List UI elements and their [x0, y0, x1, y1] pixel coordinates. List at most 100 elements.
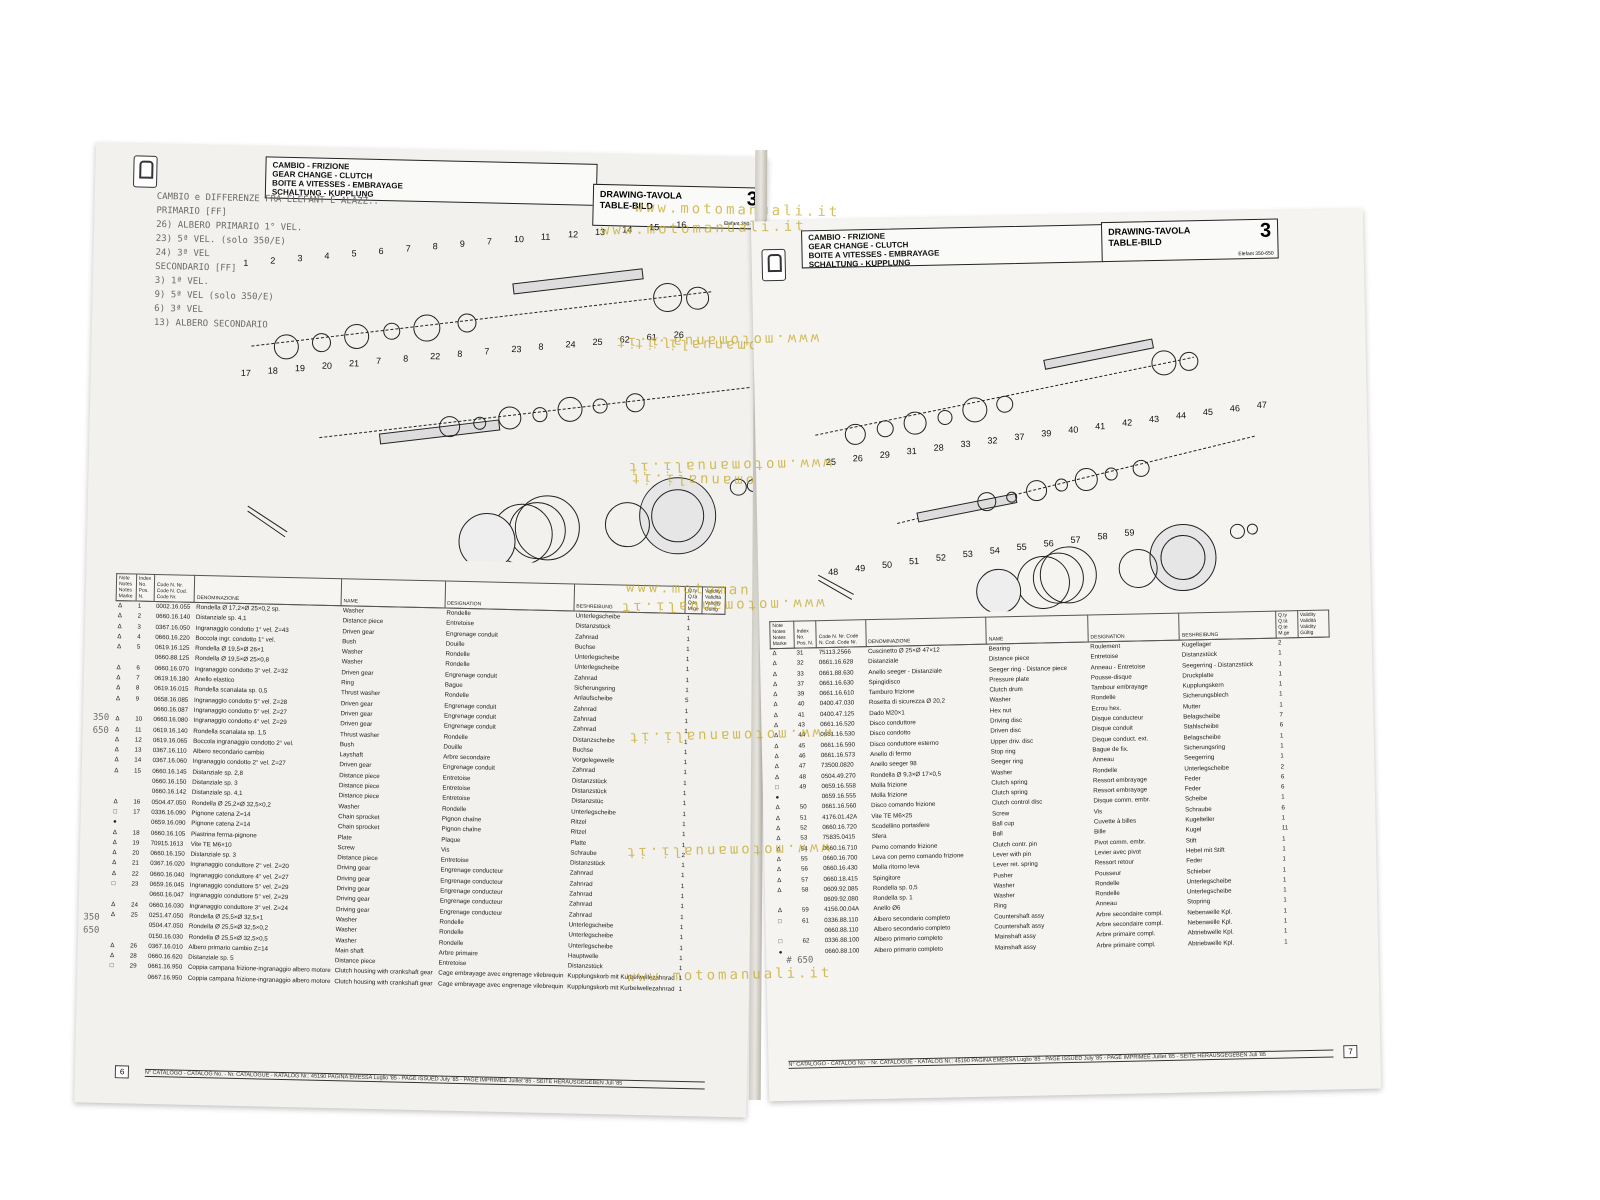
callout-number: 44 [1176, 410, 1186, 420]
callout-number: 54 [990, 545, 1000, 555]
cell-note: Δ [116, 663, 121, 671]
cell-note: Δ [117, 602, 123, 610]
cell-note: □ [113, 808, 118, 816]
cell-code: 0619.16.015 [154, 685, 189, 694]
cell-note [776, 927, 800, 938]
cell-qty: 1 [683, 769, 687, 777]
cell-code: 0504.47.050 [148, 922, 184, 930]
cell-qty: 1 [1280, 742, 1284, 750]
cell-index: 5 [136, 643, 141, 651]
cell-qty: 1 [1278, 680, 1283, 688]
cell-qty: 1 [1282, 845, 1286, 853]
cell-index: 39 [797, 690, 805, 698]
cell-validity [1300, 751, 1332, 762]
cell-note: □ [778, 938, 783, 946]
callout-number: 26 [853, 453, 863, 463]
cell-qty: 1 [682, 800, 687, 808]
cell-qty: 6 [1279, 721, 1284, 729]
cell-validity [1299, 699, 1331, 710]
cell-note: Δ [116, 643, 122, 651]
callout-number: 49 [855, 563, 865, 573]
col-beschreibung: BESHREIBUNG [1179, 611, 1276, 641]
cell-index: 47 [798, 762, 806, 770]
callout-number: 7 [406, 244, 411, 254]
handwritten-note: 13) ALBERO SECONDARIO [153, 317, 268, 331]
cell-validity [701, 676, 724, 687]
right-page: CAMBIO - FRIZIONE GEAR CHANGE - CLUTCH B… [601, 208, 1382, 1102]
cell-note: Δ [772, 670, 778, 678]
cell-validity [1299, 679, 1331, 690]
cell-qty: 1 [683, 748, 688, 756]
cell-index: 3 [137, 623, 141, 631]
cell-validity [695, 933, 718, 944]
cell-validity [695, 923, 718, 934]
cell-note: Δ [774, 753, 779, 761]
drawing-label: DRAWING-TAVOLA [1108, 225, 1191, 238]
cell-code: 0367.16.020 [150, 860, 185, 869]
cell-note: Δ [112, 859, 117, 867]
col-validity: Validity Validità Validity Gültig [1297, 609, 1330, 638]
cell-note: Δ [117, 612, 122, 620]
cell-index: 40 [797, 700, 805, 709]
callout-number: 26 [674, 330, 684, 340]
callout-number: 61 [647, 332, 657, 342]
cell-validity [694, 985, 717, 996]
cell-note [775, 896, 799, 907]
cell-index: 22 [131, 870, 139, 878]
col-name: NAME [340, 578, 446, 609]
cell-note: □ [109, 962, 114, 970]
cell-validity [1301, 771, 1333, 782]
cell-qty: 1 [679, 954, 683, 962]
cell-qty: 1 [682, 790, 687, 798]
cell-validity [699, 748, 722, 759]
callout-number: 25 [592, 337, 602, 347]
cell-validity [701, 666, 724, 677]
cell-validity [1300, 730, 1332, 741]
cell-code: 0619.16.140 [153, 726, 188, 735]
cell-qty: 1 [1279, 690, 1283, 699]
callout-number: 16 [676, 220, 686, 230]
cell-index [800, 895, 822, 906]
cell-code: 0660.16.105 [150, 829, 186, 838]
callout-number: 29 [880, 450, 890, 460]
handwritten-note: 3) 1ª VEL. [154, 275, 210, 288]
cell-qty: 1 [683, 759, 688, 767]
cell-validity [699, 758, 722, 769]
callout-number: 42 [1122, 418, 1132, 428]
cell-index: 7 [136, 674, 140, 682]
cell-note [107, 972, 127, 983]
col-designation: DESIGNATION [1087, 613, 1180, 643]
handwritten-note: 9) 5ª VEL (solo 350/E) [154, 289, 274, 303]
cell-index: 21 [131, 859, 139, 868]
handwritten-note: 26) ALBERO PRIMARIO 1° VEL. [156, 219, 303, 234]
margin-note-350: 350 [83, 912, 100, 923]
handwritten-note: 23) 5ª VEL. (solo 350/E) [155, 233, 286, 247]
cell-note: Δ [775, 814, 781, 822]
cell-validity [694, 944, 717, 955]
drawing-number: 3 [1259, 219, 1272, 242]
cell-note: Δ [114, 766, 119, 774]
cell-validity [1303, 895, 1335, 906]
cell-note: Δ [110, 910, 116, 919]
cell-note: Δ [111, 869, 117, 877]
callout-number: 43 [1149, 414, 1159, 424]
callout-number: 45 [1203, 407, 1213, 417]
cell-index [131, 787, 149, 798]
cell-qty: 11 [1281, 824, 1289, 832]
cell-index: 23 [131, 880, 139, 888]
cell-index: 4 [137, 633, 141, 641]
cell-note [109, 920, 129, 931]
cell-qty: 1 [1281, 793, 1285, 801]
cell-qty: 1 [686, 615, 691, 623]
cell-index: 16 [133, 798, 141, 806]
parts-table-left: Note Notes Notes Marke Index No. Pos. N.… [107, 573, 726, 996]
handwritten-note: 24) 3ª VEL [155, 247, 210, 260]
cell-qty: 1 [679, 934, 684, 942]
col-code: Code N. Nr. Code N. Cod. Code Nr. [815, 619, 866, 648]
cell-note: Δ [115, 725, 120, 733]
cell-note: Δ [776, 866, 782, 874]
cell-qty: 1 [686, 645, 690, 653]
cell-qty: 1 [686, 625, 691, 633]
cell-qty: 1 [685, 656, 690, 664]
cell-note [115, 653, 135, 664]
